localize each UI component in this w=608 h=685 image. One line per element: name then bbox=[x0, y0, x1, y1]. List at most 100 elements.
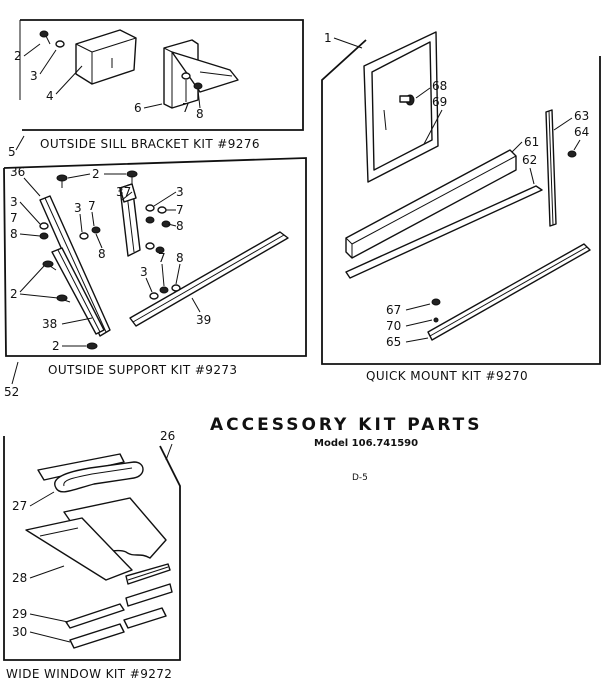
lower-screw-part bbox=[431, 298, 441, 306]
label-7-support-lower: 7 bbox=[158, 251, 166, 265]
sill-strip-part bbox=[65, 563, 173, 629]
leader-64 bbox=[573, 139, 581, 151]
wide-window-kit-panel: WIDE WINDOW KIT #9272 26 bbox=[3, 429, 181, 681]
label-39: 39 bbox=[196, 313, 211, 327]
label-3-support-left: 3 bbox=[10, 195, 18, 209]
leader-8-support-left bbox=[19, 233, 41, 237]
label-65: 65 bbox=[386, 335, 401, 349]
support-arm-part bbox=[39, 195, 111, 337]
label-27: 27 bbox=[12, 499, 27, 513]
leader-5 bbox=[15, 135, 25, 151]
leader-8 bbox=[197, 89, 201, 109]
leader-67 bbox=[405, 303, 431, 311]
leader-26 bbox=[165, 443, 173, 461]
outside-support-kit-panel: OUTSIDE SUPPORT KIT #9273 bbox=[3, 157, 307, 399]
page-title: ACCESSORY KIT PARTS bbox=[210, 415, 483, 435]
label-63: 63 bbox=[574, 109, 589, 123]
support-bracket-part bbox=[119, 183, 141, 257]
label-3: 3 bbox=[30, 69, 38, 83]
leader-3-support-lower bbox=[145, 277, 153, 293]
sill-bracket-kit-panel: OUTSIDE SILL BRACKET KIT #9276 bbox=[8, 19, 304, 159]
leader-6 bbox=[143, 103, 163, 109]
washer-part bbox=[55, 40, 65, 48]
leader-52 bbox=[11, 361, 19, 385]
label-38: 38 bbox=[42, 317, 57, 331]
leader-37 bbox=[121, 191, 133, 201]
label-8-support-right: 8 bbox=[176, 219, 184, 233]
leader-1 bbox=[333, 37, 363, 49]
leader-63 bbox=[553, 117, 573, 131]
quick-kit-caption: QUICK MOUNT KIT #9270 bbox=[366, 369, 528, 383]
sill-kit-caption: OUTSIDE SILL BRACKET KIT #9276 bbox=[40, 137, 260, 151]
foam-loop-part bbox=[37, 453, 144, 493]
sill-bracket-part bbox=[163, 39, 239, 109]
leader-7-support-lower bbox=[161, 263, 165, 287]
label-2-support-top: 2 bbox=[92, 167, 100, 181]
label-3-support-mid: 3 bbox=[74, 201, 82, 215]
support-hardware bbox=[39, 170, 181, 350]
label-2-support-bottom: 2 bbox=[52, 339, 60, 353]
quick-mount-kit-panel: QUICK MOUNT KIT #9270 bbox=[321, 31, 601, 383]
label-7-support-left: 7 bbox=[10, 211, 18, 225]
leader-2 bbox=[23, 43, 41, 57]
leader-68 bbox=[415, 87, 431, 99]
support-brace-part bbox=[129, 231, 289, 327]
lower-clip-part bbox=[433, 317, 439, 323]
leader-8-support-mid bbox=[95, 233, 103, 249]
label-69: 69 bbox=[432, 95, 447, 109]
leader-4 bbox=[55, 65, 83, 95]
leader-3 bbox=[39, 49, 57, 75]
leader-7-support-mid bbox=[91, 211, 95, 227]
leader-62 bbox=[529, 167, 535, 185]
flat-panel-part bbox=[25, 517, 133, 581]
quick-kit-frame bbox=[321, 39, 601, 365]
leader-8-support-lower bbox=[175, 263, 181, 285]
label-26: 26 bbox=[160, 429, 175, 443]
end-block-part bbox=[69, 607, 167, 649]
label-30: 30 bbox=[12, 625, 27, 639]
sill-bracket-cover-part bbox=[75, 29, 137, 85]
label-1: 1 bbox=[324, 31, 332, 45]
foam-bar-part bbox=[345, 149, 517, 259]
label-61: 61 bbox=[524, 135, 539, 149]
label-2: 2 bbox=[14, 49, 22, 63]
label-70: 70 bbox=[386, 319, 401, 333]
wide-kit-frame bbox=[3, 436, 181, 661]
label-3-support-right: 3 bbox=[176, 185, 184, 199]
screw-part bbox=[39, 30, 51, 45]
label-36: 36 bbox=[10, 165, 25, 179]
leader-2-support-mid-b bbox=[19, 293, 59, 299]
model-number: Model 106.741590 bbox=[314, 438, 418, 449]
leader-29 bbox=[29, 613, 69, 623]
label-8-support-lower: 8 bbox=[176, 251, 184, 265]
leader-69 bbox=[423, 109, 443, 145]
leader-39 bbox=[191, 297, 201, 313]
label-37: 37 bbox=[116, 185, 131, 199]
label-4: 4 bbox=[46, 89, 54, 103]
mount-knob-part bbox=[399, 94, 415, 106]
label-7-support-right: 7 bbox=[176, 203, 184, 217]
leader-28 bbox=[29, 565, 65, 579]
wide-kit-caption: WIDE WINDOW KIT #9272 bbox=[6, 667, 172, 681]
label-8-support-left: 8 bbox=[10, 227, 18, 241]
label-7-support-mid: 7 bbox=[88, 199, 96, 213]
leader-38 bbox=[61, 317, 93, 325]
leader-70 bbox=[405, 319, 433, 327]
label-68: 68 bbox=[432, 79, 447, 93]
mount-screw-part bbox=[567, 150, 577, 158]
label-8-support-mid: 8 bbox=[98, 247, 106, 261]
label-64: 64 bbox=[574, 125, 589, 139]
label-5: 5 bbox=[8, 145, 16, 159]
support-kit-caption: OUTSIDE SUPPORT KIT #9273 bbox=[48, 363, 237, 377]
label-62: 62 bbox=[522, 153, 537, 167]
leader-2-support-mid-a bbox=[19, 265, 45, 293]
label-2-support-mid: 2 bbox=[10, 287, 18, 301]
strip-part bbox=[345, 185, 543, 279]
label-7: 7 bbox=[182, 101, 190, 115]
label-29: 29 bbox=[12, 607, 27, 621]
window-frame-part bbox=[363, 31, 439, 183]
leader-30 bbox=[29, 631, 71, 643]
leader-61 bbox=[511, 141, 523, 153]
